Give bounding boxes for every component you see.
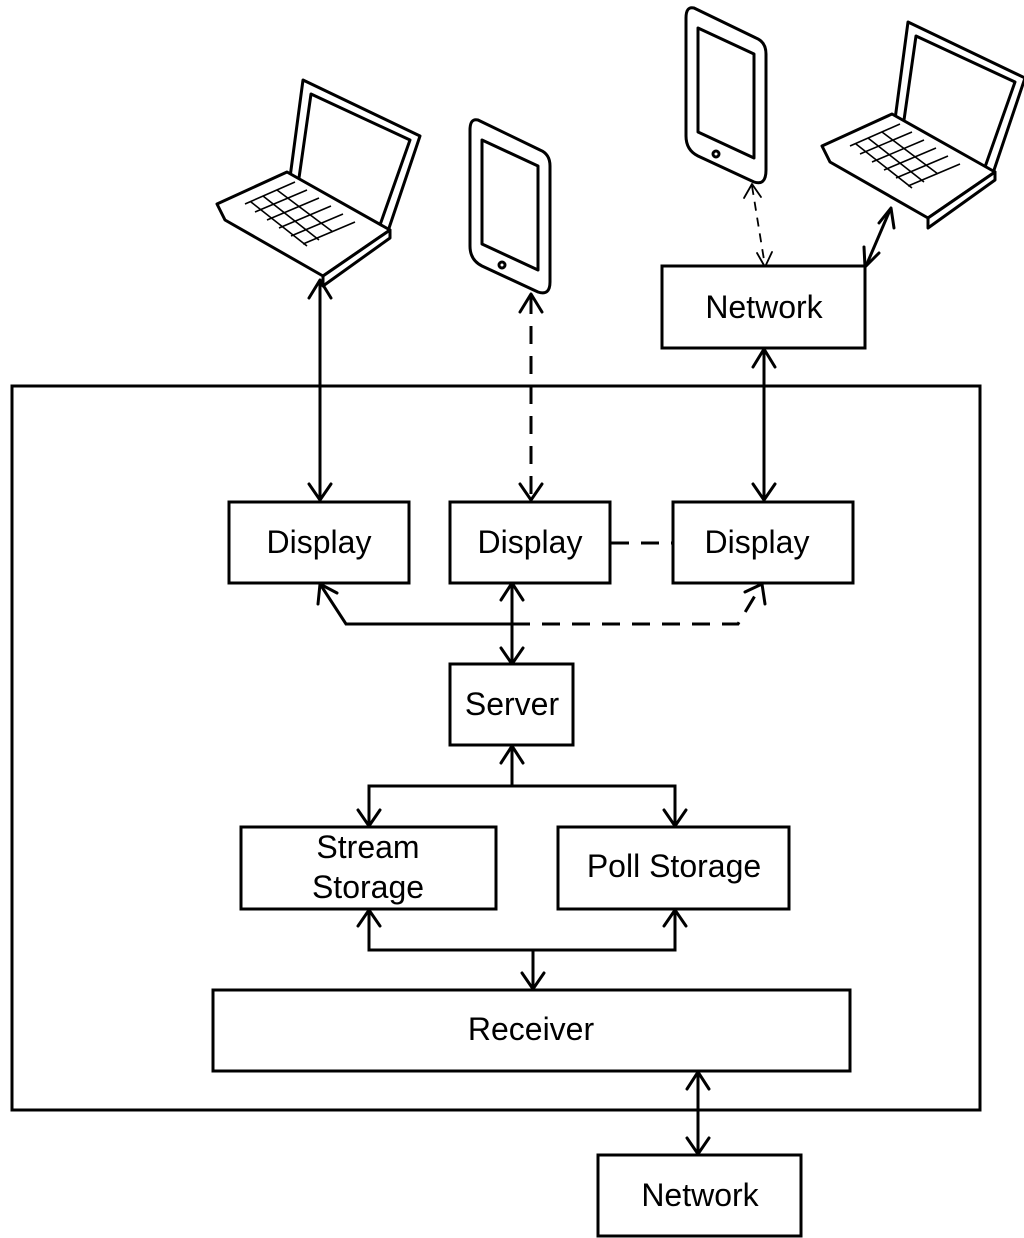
server-label: Server: [465, 686, 560, 722]
connector-laptop-display-left: [307, 278, 333, 502]
stream-storage-label-line1: Stream: [316, 829, 419, 865]
network-top-label: Network: [705, 289, 823, 325]
receiver-label: Receiver: [468, 1011, 595, 1047]
network-bottom-node: Network: [596, 1153, 803, 1238]
connector-laptop-network: [862, 206, 896, 269]
laptop-icon: [820, 20, 1024, 230]
connector-tablet-display-middle: [518, 292, 544, 502]
display-right-node: Display: [671, 500, 855, 585]
poll-storage-label: Poll Storage: [587, 848, 761, 884]
display-left-node: Display: [227, 500, 411, 585]
connector-server-storages: [356, 744, 688, 828]
network-bottom-label: Network: [641, 1177, 759, 1213]
poll-storage-node: Poll Storage: [556, 825, 791, 911]
connector-tablet-network: [743, 183, 773, 268]
network-top-node: Network: [660, 264, 867, 350]
stream-storage-node: Stream Storage: [239, 825, 498, 911]
server-node: Server: [448, 662, 575, 747]
laptop-icon: [215, 78, 422, 288]
stream-storage-label-line2: Storage: [312, 869, 424, 905]
tablet-icon: [468, 118, 552, 295]
display-middle-node: Display: [448, 500, 612, 585]
receiver-node: Receiver: [211, 988, 852, 1073]
connector-receiver-network: [685, 1070, 711, 1156]
tablet-icon: [684, 6, 768, 185]
display-middle-label: Display: [478, 524, 583, 560]
display-left-label: Display: [267, 524, 372, 560]
display-right-label: Display: [705, 524, 810, 560]
